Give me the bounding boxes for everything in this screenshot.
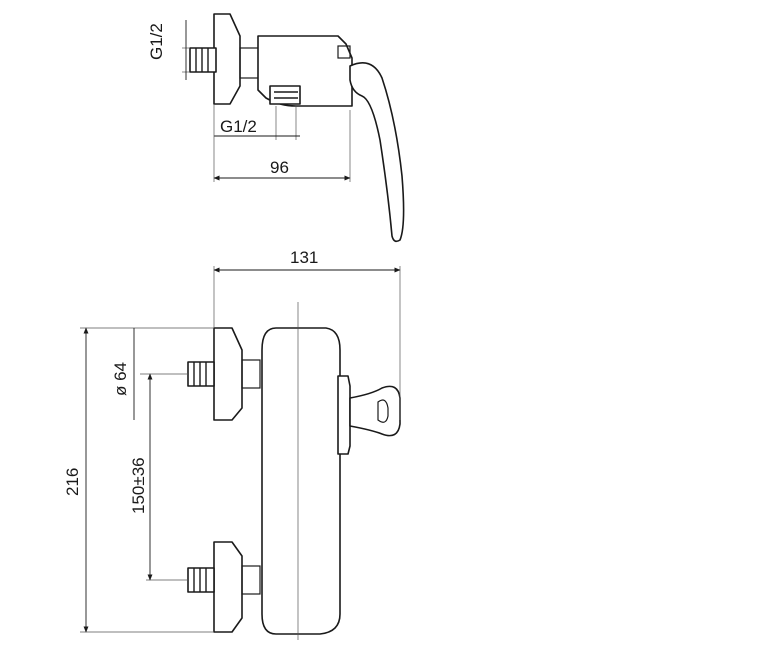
side-thread-lines bbox=[195, 48, 209, 72]
side-outlet bbox=[269, 85, 301, 105]
front-top-nut bbox=[241, 359, 261, 389]
side-inlet-thread bbox=[189, 47, 217, 73]
front-handle-collar bbox=[337, 375, 351, 455]
front-handle-grip bbox=[377, 399, 389, 423]
front-bottom-flange bbox=[213, 541, 243, 633]
front-top-inlet bbox=[187, 361, 215, 387]
front-diameter-label: ø 64 bbox=[111, 362, 130, 396]
side-lever bbox=[349, 62, 405, 243]
side-lever-cap bbox=[337, 45, 351, 59]
side-top-thread-label: G1/2 bbox=[147, 23, 166, 60]
front-top-thread-lines bbox=[193, 362, 207, 386]
front-view: 131 216 ø 64 150±36 bbox=[63, 248, 401, 640]
front-body bbox=[261, 327, 341, 635]
front-top-flange bbox=[213, 327, 243, 421]
front-width-label: 131 bbox=[290, 248, 318, 267]
front-handle bbox=[349, 385, 401, 437]
side-wall-flange bbox=[213, 13, 241, 105]
front-bottom-nut bbox=[241, 565, 261, 595]
side-outlet-thread bbox=[274, 91, 298, 99]
side-view: G1/2 G1/2 96 bbox=[147, 13, 405, 243]
front-height-label: 216 bbox=[63, 468, 82, 496]
side-depth-label: 96 bbox=[270, 158, 289, 177]
front-bottom-inlet bbox=[187, 567, 215, 593]
front-bottom-thread-lines bbox=[193, 568, 207, 592]
front-center-distance-label: 150±36 bbox=[129, 457, 148, 514]
side-bottom-thread-label: G1/2 bbox=[220, 117, 257, 136]
